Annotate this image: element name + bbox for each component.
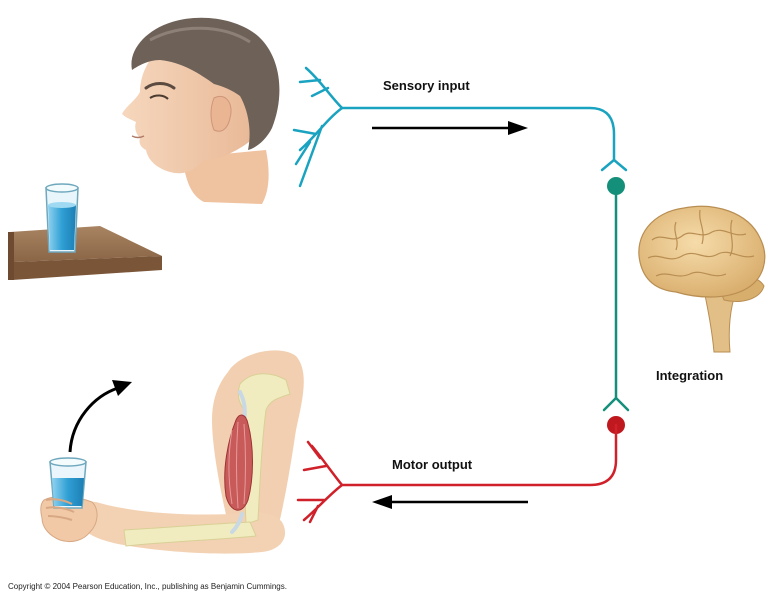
glass-in-hand [49, 457, 87, 509]
brain-folds [647, 209, 755, 277]
sensory-direction-arrow [372, 121, 528, 135]
table-left-edge [8, 232, 14, 280]
brain-stem [703, 289, 737, 353]
sensory-dendrite-upper [298, 66, 344, 110]
eye [149, 94, 169, 100]
sensory-neuron [292, 66, 628, 188]
motor-axon [340, 423, 618, 487]
sensory-input-label: Sensory input [383, 78, 470, 93]
integration-synapse-fork [602, 396, 630, 412]
cerebrum [638, 205, 766, 298]
integration-neuron [602, 177, 630, 412]
fingers [45, 498, 75, 521]
sensory-axon [340, 106, 616, 162]
integration-label: Integration [656, 368, 724, 383]
muscle-fibers [228, 421, 246, 509]
table-front [12, 256, 162, 280]
arm [40, 350, 304, 554]
lift-arrow [68, 380, 132, 453]
motor-output-label: Motor output [392, 457, 473, 472]
ear [210, 96, 232, 132]
motor-neuron [296, 416, 625, 524]
brain [638, 205, 766, 353]
table-with-glass [8, 183, 162, 280]
forearm-bones [123, 521, 257, 547]
neck [182, 150, 269, 204]
motor-direction-arrow [372, 495, 528, 509]
glass-on-table [45, 183, 79, 253]
copyright-notice: Copyright © 2004 Pearson Education, Inc.… [8, 582, 287, 591]
sensory-dendrite-lower [292, 106, 344, 188]
eyebrow [144, 82, 176, 90]
mouth [131, 135, 145, 139]
hair-highlight [149, 26, 251, 44]
table-top [10, 226, 162, 262]
sensory-synapse-fork [600, 158, 628, 172]
hair [131, 17, 280, 151]
human-head [122, 17, 280, 204]
motor-terminals [296, 440, 344, 524]
